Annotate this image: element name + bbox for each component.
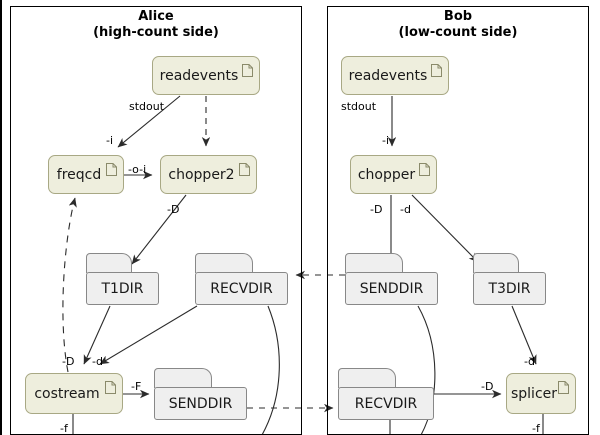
folder-label: T1DIR: [101, 280, 144, 297]
edge-label-alice-stdout: stdout: [129, 100, 165, 113]
document-icon: [558, 381, 569, 394]
folder-tab-icon: [338, 368, 396, 388]
folder-tab-icon: [345, 253, 403, 273]
folder-body: T1DIR: [86, 272, 159, 305]
edge-label-alice-F: -F: [131, 380, 142, 393]
edge-label-alice-D-costream: -D: [62, 355, 75, 368]
document-icon: [105, 381, 116, 394]
folder-alice-t1dir[interactable]: T1DIR: [86, 253, 159, 305]
edge-label-bob-D-chopper: -D: [370, 203, 383, 216]
node-bob-splicer[interactable]: splicer: [506, 373, 576, 414]
node-bob-chopper[interactable]: chopper: [350, 155, 437, 194]
node-label: splicer: [510, 385, 558, 402]
folder-body: RECVDIR: [195, 272, 288, 305]
folder-alice-recvdir[interactable]: RECVDIR: [195, 253, 288, 305]
folder-tab-icon: [195, 253, 253, 273]
folder-tab-icon: [86, 253, 132, 273]
edge-label-bob-d-splicer: -d: [524, 355, 535, 368]
edge-label-alice-d-costream: -d: [92, 355, 103, 368]
document-icon: [239, 163, 250, 176]
folder-bob-t3dir[interactable]: T3DIR: [473, 253, 546, 305]
node-label: chopper: [357, 166, 416, 183]
folder-body: RECVDIR: [338, 387, 434, 420]
edge-label-alice-o-i: -o-i: [128, 163, 147, 176]
node-label: readevents: [348, 67, 428, 84]
folder-label: SENDDIR: [168, 395, 233, 412]
edge-label-bob-stdout: stdout: [341, 100, 377, 113]
folder-tab-icon: [473, 253, 519, 273]
edge-label-alice-f: -f: [60, 422, 68, 435]
edge-label-bob-i: -i: [382, 134, 390, 147]
node-alice-costream[interactable]: costream: [25, 373, 123, 414]
edge-label-alice-D-chopper2: -D: [167, 203, 180, 216]
folder-bob-senddir[interactable]: SENDDIR: [345, 253, 438, 305]
edge-label-bob-d-chopper: -d: [400, 203, 411, 216]
edge-label-bob-D-splicer: -D: [481, 380, 494, 393]
folder-label: T3DIR: [488, 280, 531, 297]
node-label: costream: [34, 385, 100, 402]
folder-body: SENDDIR: [154, 387, 247, 420]
document-icon: [419, 163, 430, 176]
folder-body: SENDDIR: [345, 272, 438, 305]
document-icon: [242, 64, 253, 77]
edge-label-alice-i: -i: [106, 134, 114, 147]
folder-body: T3DIR: [473, 272, 546, 305]
node-bob-readevents[interactable]: readevents: [341, 56, 449, 95]
node-alice-chopper2[interactable]: chopper2: [160, 155, 257, 194]
node-label: chopper2: [168, 166, 235, 183]
folder-alice-senddir[interactable]: SENDDIR: [154, 368, 247, 420]
folder-label: RECVDIR: [354, 395, 418, 412]
folder-tab-icon: [154, 368, 212, 388]
node-alice-readevents[interactable]: readevents: [152, 56, 260, 95]
document-icon: [431, 64, 442, 77]
panel-bob-title: Bob (low-count side): [398, 9, 518, 41]
folder-bob-recvdir[interactable]: RECVDIR: [338, 368, 434, 420]
edge-label-bob-f: -f: [532, 422, 540, 435]
document-icon: [106, 163, 117, 176]
node-alice-freqcd[interactable]: freqcd: [48, 155, 124, 194]
node-label: readevents: [159, 67, 239, 84]
folder-label: RECVDIR: [210, 280, 273, 297]
panel-alice-title: Alice (high-count side): [93, 9, 219, 41]
folder-label: SENDDIR: [359, 280, 424, 297]
node-label: freqcd: [56, 166, 102, 183]
